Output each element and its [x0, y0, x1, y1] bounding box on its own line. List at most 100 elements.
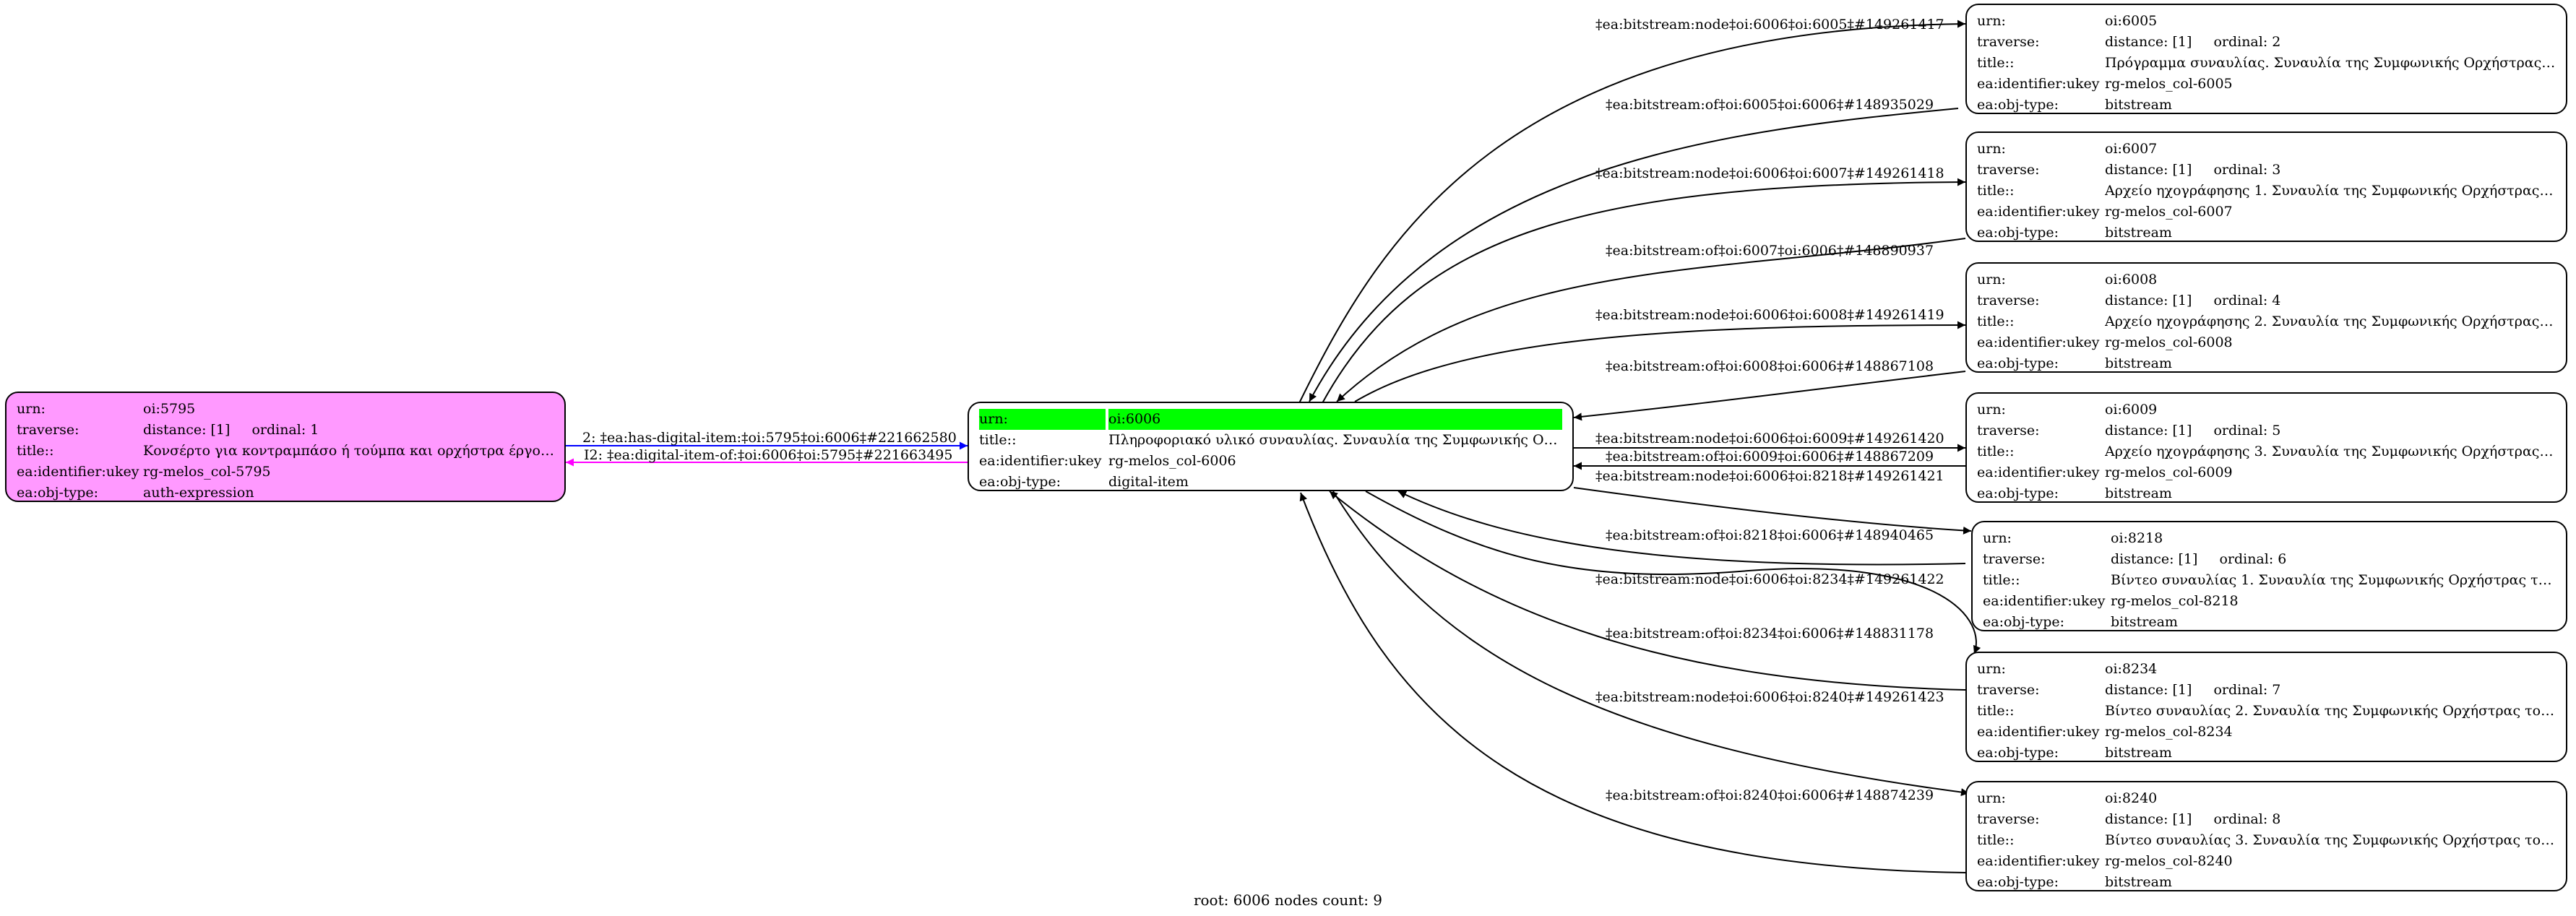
edge-label: ‡ea:bitstream:node‡oi:6006‡oi:6008‡#1492…: [1595, 307, 1944, 323]
field-label: title::: [1977, 314, 2015, 329]
field-label: urn:: [1983, 530, 2012, 546]
edge-label: 2: ‡ea:has-digital-item:‡oi:5795‡oi:6006…: [582, 430, 957, 446]
distance-value: distance: [1]: [143, 422, 231, 438]
row-title: title::Πληροφοριακό υλικό συναυλίας. Συν…: [979, 430, 1562, 451]
urn-value: oi:8234: [2105, 661, 2158, 677]
graph-footer: root: 6006 nodes count: 9: [1193, 891, 1383, 909]
objtype-value: bitstream: [2105, 745, 2172, 761]
field-label: urn:: [1977, 141, 2006, 157]
urn-value: oi:5795: [143, 401, 196, 417]
row-traverse: traverse:distance: [1]ordinal: 5: [1977, 420, 2556, 441]
field-label: urn:: [979, 409, 1106, 430]
field-label: ea:obj-type:: [1977, 97, 2059, 113]
edge-label: ‡ea:bitstream:of‡oi:6008‡oi:6006‡#148867…: [1606, 358, 1934, 374]
edge-label: ‡ea:bitstream:of‡oi:6007‡oi:6006‡#148890…: [1606, 243, 1934, 259]
node-8240[interactable]: urn: oi:8240 traverse:distance: [1]ordina…: [1965, 781, 2567, 891]
field-label: urn:: [17, 401, 46, 417]
field-label: ea:obj-type:: [979, 474, 1061, 490]
title-value: Κονσέρτο για κοντραμπάσο ή τούμπα και ορ…: [143, 443, 554, 459]
field-label: title::: [1977, 832, 2015, 848]
edge-bitstream-of: [1329, 491, 1966, 691]
row-objtype: ea:obj-type: bitstream: [1977, 95, 2556, 116]
row-traverse: traverse: distance: [1] ordinal: 7: [1977, 680, 2556, 701]
title-value: Πρόγραμμα συναυλίας. Συναυλία της Συμφων…: [2105, 55, 2556, 71]
field-label: traverse:: [1977, 682, 2040, 698]
title-value: Βίντεο συναυλίας 2. Συναυλία της Συμφωνι…: [2105, 703, 2556, 719]
objtype-value: bitstream: [2111, 614, 2178, 630]
objtype-value: bitstream: [2105, 97, 2172, 113]
objtype-value: bitstream: [2105, 874, 2172, 890]
node-8218[interactable]: urn:oi:8218 traverse:distance: [1]ordina…: [1971, 521, 2567, 631]
field-label: urn:: [1977, 661, 2006, 677]
field-label: ea:identifier:ukey: [979, 453, 1102, 469]
ukey-value: rg-melos_col-6006: [1108, 453, 1236, 469]
edge-label: ‡ea:bitstream:node‡oi:6006‡oi:6005‡#1492…: [1595, 17, 1944, 33]
edge-bitstream-of: [1336, 238, 1966, 402]
ordinal-value: ordinal: 6: [2219, 551, 2287, 567]
ukey-value: rg-melos_col-8218: [2111, 593, 2239, 609]
urn-value: oi:8240: [2105, 790, 2158, 806]
row-traverse: traverse:distance: [1]ordinal: 1: [17, 420, 554, 441]
edge-label: ‡ea:bitstream:of‡oi:6009‡oi:6006‡#148867…: [1606, 449, 1934, 465]
objtype-value: bitstream: [2105, 485, 2172, 501]
urn-value: oi:6008: [2105, 272, 2158, 288]
distance-value: distance: [1]: [2105, 811, 2192, 827]
row-traverse: traverse:distance: [1]ordinal: 6: [1983, 549, 2556, 570]
objtype-value: digital-item: [1108, 474, 1189, 490]
node-6005[interactable]: urn:oi:6005 traverse:distance: [1]ordina…: [1965, 4, 2567, 114]
edge-label: I2: ‡ea:digital-item-of:‡oi:6006‡oi:5795…: [584, 447, 952, 463]
node-5795[interactable]: urn:oi:5795 traverse:distance: [1]ordina…: [5, 392, 566, 502]
node-6006-root[interactable]: urn:oi:6006 title::Πληροφοριακό υλικό συ…: [968, 402, 1574, 491]
edge-bitstream-node: [1298, 20, 1966, 404]
node-6009[interactable]: urn:oi:6009 traverse:distance: [1]ordina…: [1965, 392, 2567, 503]
field-label: urn:: [1977, 790, 2006, 806]
field-label: ea:obj-type:: [1977, 355, 2059, 371]
row-urn: urn: oi:5795: [17, 399, 554, 420]
field-label: ea:obj-type:: [1977, 874, 2059, 890]
edge-bitstream-of: [1299, 492, 1966, 873]
row-title: title::Βίντεο συναυλίας 2. Συναυλία της …: [1977, 701, 2556, 722]
node-6008[interactable]: urn:oi:6008 traverse:distance: [1]ordina…: [1965, 262, 2567, 373]
ordinal-value: ordinal: 7: [2213, 682, 2281, 698]
ukey-value: rg-melos_col-8234: [2105, 724, 2233, 740]
edge-label: ‡ea:bitstream:of‡oi:6005‡oi:6006‡#148935…: [1606, 97, 1934, 113]
row-ukey: ea:identifier:ukey rg-melos_col-6008: [1977, 332, 2556, 353]
row-title: title::Αρχείο ηχογράφησης 3. Συναυλία τη…: [1977, 441, 2556, 462]
edge-bitstream-node: [1365, 491, 1981, 654]
field-label: ea:obj-type:: [17, 485, 99, 501]
field-label: ea:identifier:ukey: [1977, 334, 2100, 350]
row-urn: urn:oi:6008: [1977, 269, 2556, 290]
objtype-value: bitstream: [2105, 225, 2172, 241]
row-traverse: traverse:distance: [1]ordinal: 4: [1977, 290, 2556, 311]
edge-label: ‡ea:bitstream:node‡oi:6006‡oi:8240‡#1492…: [1595, 689, 1944, 705]
ukey-value: rg-melos_col-6008: [2105, 334, 2233, 350]
title-value: Βίντεο συναυλίας 1. Συναυλία της Συμφωνι…: [2111, 572, 2556, 588]
row-objtype: ea:obj-type:bitstream: [1977, 222, 2556, 243]
node-6007[interactable]: urn:oi:6007 traverse:distance: [1]ordina…: [1965, 131, 2567, 242]
row-objtype: ea:obj-type:bitstream: [1977, 483, 2556, 504]
urn-value: oi:6007: [2105, 141, 2158, 157]
field-label: traverse:: [1977, 423, 2040, 438]
row-urn: urn:oi:6009: [1977, 399, 2556, 420]
edge-label: ‡ea:bitstream:node‡oi:6006‡oi:8218‡#1492…: [1595, 468, 1944, 484]
field-label: traverse:: [1983, 551, 2046, 567]
row-objtype: ea:obj-type:auth-expression: [17, 483, 554, 504]
row-title: title::Πρόγραμμα συναυλίας. Συναυλία της…: [1977, 53, 2556, 74]
field-label: title::: [1977, 703, 2015, 719]
node-8234[interactable]: urn: oi:8234 traverse: distance: [1] ordina…: [1965, 652, 2567, 762]
row-traverse: traverse:distance: [1]ordinal: 8: [1977, 809, 2556, 830]
ordinal-value: ordinal: 1: [251, 422, 319, 438]
distance-value: distance: [1]: [2105, 162, 2192, 178]
field-label: title::: [1983, 572, 2020, 588]
field-label: traverse:: [1977, 162, 2040, 178]
distance-value: distance: [1]: [2105, 682, 2192, 698]
edge-label: ‡ea:bitstream:node‡oi:6006‡oi:6009‡#1492…: [1595, 431, 1944, 446]
edge-bitstream-node: [1573, 487, 1972, 535]
row-urn: urn:oi:6006: [979, 409, 1562, 430]
field-label: ea:obj-type:: [1977, 745, 2059, 761]
title-value: Αρχείο ηχογράφησης 3. Συναυλία της Συμφω…: [2105, 444, 2556, 459]
row-traverse: traverse:distance: [1]ordinal: 2: [1977, 32, 2556, 53]
field-label: traverse:: [1977, 34, 2040, 50]
